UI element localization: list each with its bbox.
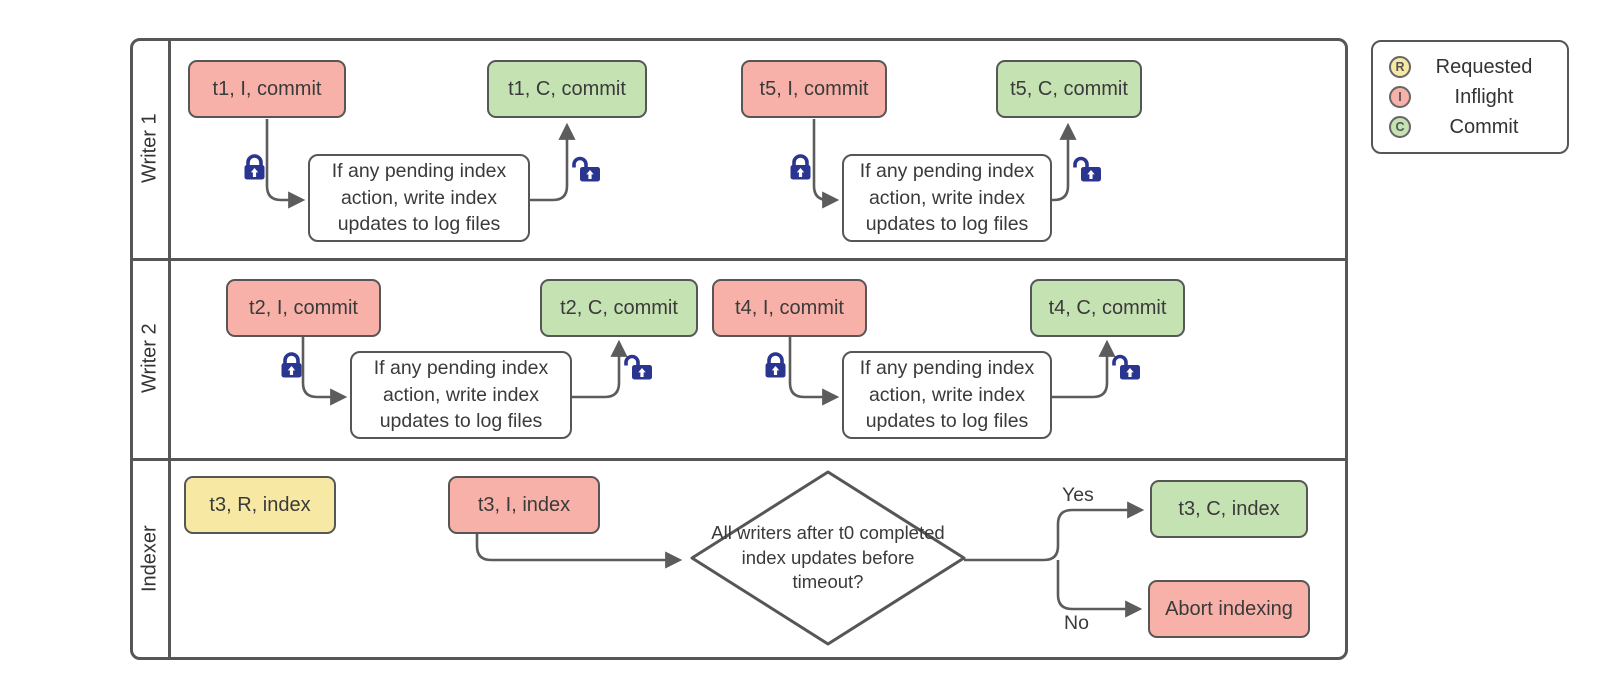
- node-t4-commit: t4, C, commit: [1030, 279, 1185, 337]
- legend-row-requested: R Requested: [1389, 54, 1557, 80]
- legend-label-requested: Requested: [1435, 55, 1533, 78]
- node-t3-requested: t3, R, index: [184, 476, 336, 534]
- node-t1-process: If any pending index action, write index…: [308, 154, 530, 242]
- node-t5-commit: t5, C, commit: [996, 60, 1142, 118]
- lane-label-divider: [168, 38, 171, 660]
- node-t3-commit: t3, C, index: [1150, 480, 1308, 538]
- node-t4-process: If any pending index action, write index…: [842, 351, 1052, 439]
- node-t5-inflight: t5, I, commit: [741, 60, 887, 118]
- legend-label-commit: Commit: [1449, 115, 1519, 138]
- node-t2-inflight: t2, I, commit: [226, 279, 381, 337]
- lane-divider-1: [130, 258, 1348, 261]
- legend: R Requested I Inflight C Commit: [1371, 40, 1569, 154]
- node-t3-inflight: t3, I, index: [448, 476, 600, 534]
- lane-label-writer1: Writer 1: [138, 113, 161, 183]
- node-t2-commit: t2, C, commit: [540, 279, 698, 337]
- branch-label-no: No: [1064, 612, 1089, 634]
- branch-label-yes: Yes: [1062, 484, 1094, 506]
- legend-label-inflight: Inflight: [1454, 85, 1514, 108]
- inflight-badge-icon: I: [1389, 86, 1411, 108]
- lane-label-indexer: Indexer: [138, 525, 161, 593]
- node-t2-process: If any pending index action, write index…: [350, 351, 572, 439]
- legend-row-commit: C Commit: [1389, 114, 1557, 140]
- lane-label-writer2: Writer 2: [138, 323, 161, 394]
- requested-badge-icon: R: [1389, 56, 1411, 78]
- node-t1-inflight: t1, I, commit: [188, 60, 346, 118]
- node-t1-commit: t1, C, commit: [487, 60, 647, 118]
- commit-badge-icon: C: [1389, 116, 1411, 138]
- decision-text: All writers after t0 completed index upd…: [711, 522, 945, 593]
- node-abort-indexing: Abort indexing: [1148, 580, 1310, 638]
- lane-divider-2: [130, 458, 1348, 461]
- node-t4-inflight: t4, I, commit: [712, 279, 867, 337]
- node-t5-process: If any pending index action, write index…: [842, 154, 1052, 242]
- legend-row-inflight: I Inflight: [1389, 84, 1557, 110]
